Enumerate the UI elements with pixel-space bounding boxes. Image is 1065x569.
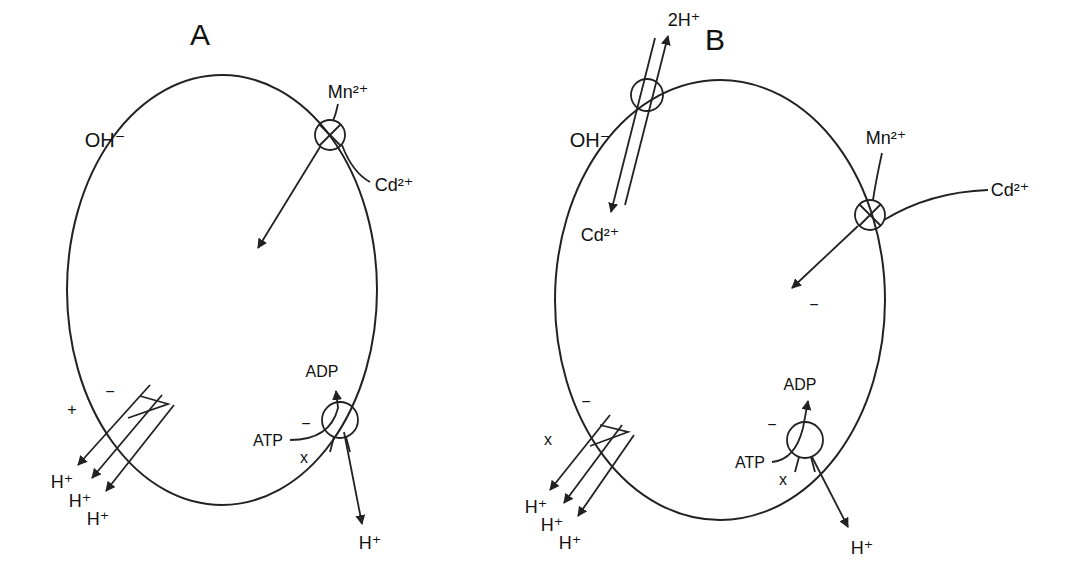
molecule-label: ADP (306, 364, 339, 380)
cell-membrane (548, 10, 888, 530)
ion-label: H⁺ (69, 492, 92, 510)
ion-label: 2H⁺ (668, 11, 701, 29)
ion-label: H⁺ (359, 534, 382, 552)
cell-outline: B OH⁻ (548, 10, 888, 530)
charge-sign: − (581, 394, 590, 410)
ion-label: Cd²⁺ (375, 176, 414, 194)
charge-sign: + (67, 402, 76, 418)
ion-label: OH⁻ (85, 130, 126, 150)
ion-label: Mn²⁺ (866, 129, 907, 147)
molecule-label: ADP (784, 377, 817, 393)
atpase-symbol (787, 422, 823, 458)
panel-heading: B (705, 25, 725, 55)
transporter-symbol (855, 200, 885, 230)
molecule-label: ATP (735, 455, 765, 471)
cross-mark: x (300, 450, 308, 466)
ion-label: H⁺ (51, 473, 74, 491)
ion-label: H⁺ (87, 510, 110, 528)
ion-label: Cd²⁺ (991, 181, 1030, 199)
charge-sign: − (809, 297, 818, 313)
ion-label: OH⁻ (570, 130, 611, 150)
ion-label: Cd²⁺ (581, 226, 620, 244)
charge-sign: − (767, 417, 776, 433)
charge-sign: − (105, 384, 114, 400)
ion-label: H⁺ (541, 516, 564, 534)
ion-label: H⁺ (559, 534, 582, 552)
molecule-label: ATP (253, 433, 283, 449)
ion-label: H⁺ (851, 539, 874, 557)
panel-heading: A (190, 20, 210, 50)
ion-label: Mn²⁺ (328, 83, 369, 101)
charge-sign: − (301, 416, 310, 432)
cross-mark: x (779, 472, 787, 488)
ion-label: H⁺ (525, 498, 548, 516)
cross-mark: x (544, 432, 552, 448)
